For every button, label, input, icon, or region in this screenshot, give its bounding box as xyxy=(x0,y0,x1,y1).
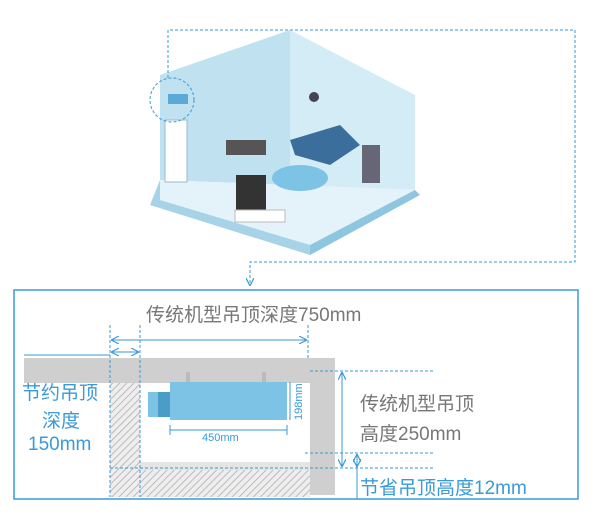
traditional-height-label-2: 高度250mm xyxy=(360,424,462,445)
traditional-height-label-1: 传统机型吊顶 xyxy=(360,394,475,415)
room-illustration xyxy=(149,30,420,255)
ceiling xyxy=(24,358,335,383)
callout-line xyxy=(167,29,576,285)
unit-width-label: 450mm xyxy=(202,432,239,444)
saved-height-label: 节省吊顶高度12mm xyxy=(360,478,527,499)
traditional-depth-label: 传统机型吊顶深度750mm xyxy=(146,305,362,326)
saved-depth-label-2: 深度 xyxy=(42,411,81,432)
saved-depth-label-3: 150mm xyxy=(28,434,92,455)
section-frame xyxy=(13,289,579,500)
saved-depth-label-1: 节约吊顶 xyxy=(22,383,99,404)
unit-height-label: 198mm xyxy=(293,383,305,420)
saved-area xyxy=(110,383,310,497)
wall xyxy=(310,358,335,495)
indoor-unit xyxy=(148,372,287,420)
